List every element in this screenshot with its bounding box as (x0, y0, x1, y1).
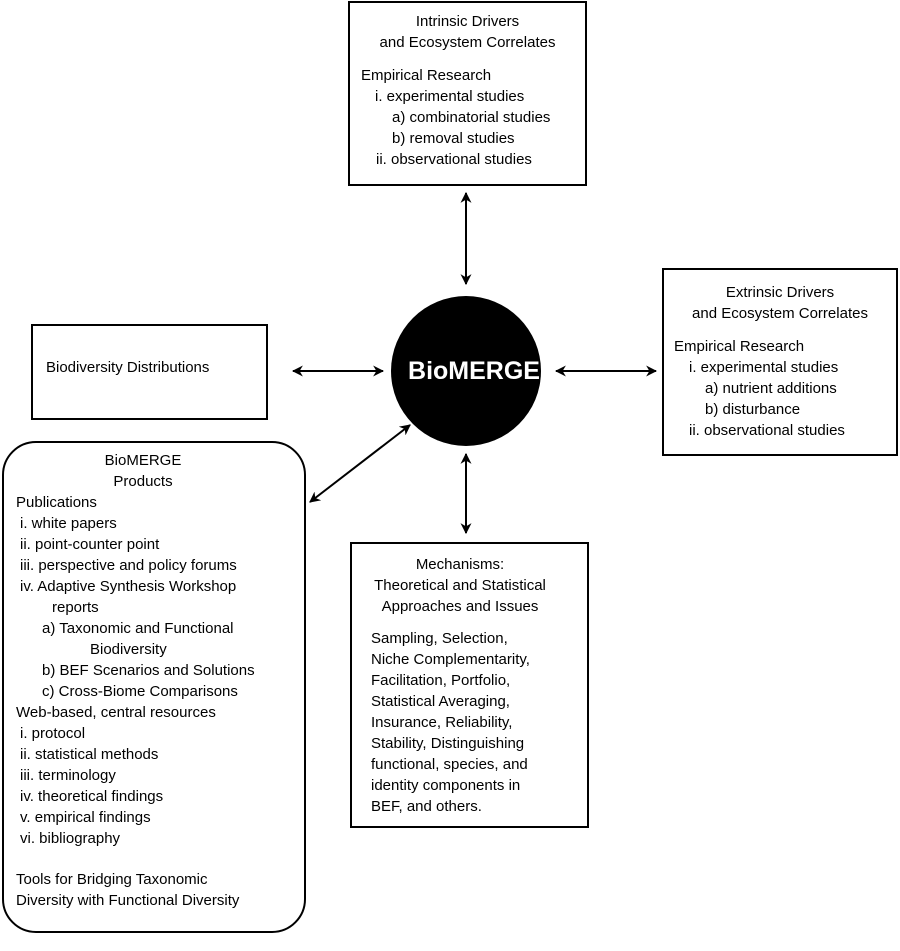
intrinsic-item: b) removal studies (392, 130, 515, 147)
products-item: v. empirical findings (20, 809, 151, 826)
extrinsic-heading: Empirical Research (674, 338, 805, 355)
extrinsic-title-line2: and Ecosystem Correlates (692, 305, 868, 322)
products-item: i. protocol (20, 725, 86, 742)
extrinsic-title-line1: Extrinsic Drivers (725, 284, 835, 301)
mechanisms-item: functional, species, and (371, 756, 528, 773)
mechanisms-item: Insurance, Reliability, (371, 714, 513, 731)
products-item: Diversity with Functional Diversity (16, 892, 240, 909)
extrinsic-drivers-box (662, 268, 898, 456)
products-item: iv. Adaptive Synthesis Workshop (20, 578, 237, 595)
products-title-line1: BioMERGE (104, 452, 182, 469)
distributions-box (31, 324, 268, 420)
products-item: a) Taxonomic and Functional (42, 620, 234, 637)
mechanisms-item: Stability, Distinguishing (371, 735, 525, 752)
products-item: ii. point-counter point (20, 536, 160, 553)
intrinsic-drivers-box (348, 1, 587, 186)
intrinsic-title-line1: Intrinsic Drivers (415, 13, 520, 30)
products-item: Biodiversity (90, 641, 167, 658)
products-item: Publications (16, 494, 97, 511)
mechanisms-title-line2: Theoretical and Statistical (374, 577, 546, 594)
products-item: Web-based, central resources (16, 704, 216, 721)
products-item: vi. bibliography (20, 830, 121, 847)
center-label: BioMERGE (408, 357, 540, 385)
intrinsic-item: a) combinatorial studies (392, 109, 551, 126)
mechanisms-item: Statistical Averaging, (371, 693, 510, 710)
intrinsic-heading: Empirical Research (361, 67, 492, 84)
extrinsic-item: b) disturbance (705, 401, 801, 418)
products-item: i. white papers (20, 515, 117, 532)
products-item: iii. terminology (20, 767, 116, 784)
products-box (2, 441, 306, 933)
mechanisms-title-line3: Approaches and Issues (381, 598, 539, 615)
center-node (391, 296, 541, 446)
distributions-label: Biodiversity Distributions (46, 359, 210, 376)
products-item: iii. perspective and policy forums (20, 557, 237, 574)
mechanisms-title-line1: Mechanisms: (415, 556, 505, 573)
products-item: c) Cross-Biome Comparisons (42, 683, 238, 700)
extrinsic-item: ii. observational studies (689, 422, 845, 439)
intrinsic-item: i. experimental studies (375, 88, 525, 105)
mechanisms-item: Sampling, Selection, (371, 630, 508, 647)
intrinsic-item: ii. observational studies (376, 151, 532, 168)
mechanisms-item: identity components in (371, 777, 521, 794)
extrinsic-item: a) nutrient additions (705, 380, 837, 397)
products-item: Tools for Bridging Taxonomic (16, 871, 208, 888)
products-title-line2: Products (113, 473, 173, 490)
intrinsic-title-line2: and Ecosystem Correlates (379, 34, 556, 51)
extrinsic-item: i. experimental studies (689, 359, 839, 376)
products-item: reports (52, 599, 99, 616)
products-item: b) BEF Scenarios and Solutions (42, 662, 255, 679)
mechanisms-item: BEF, and others. (371, 798, 482, 815)
products-item: ii. statistical methods (20, 746, 159, 763)
mechanisms-item: Facilitation, Portfolio, (371, 672, 511, 689)
products-item: iv. theoretical findings (20, 788, 164, 805)
mechanisms-item: Niche Complementarity, (371, 651, 530, 668)
mechanisms-box (350, 542, 589, 828)
arrow-center-products (309, 424, 411, 503)
